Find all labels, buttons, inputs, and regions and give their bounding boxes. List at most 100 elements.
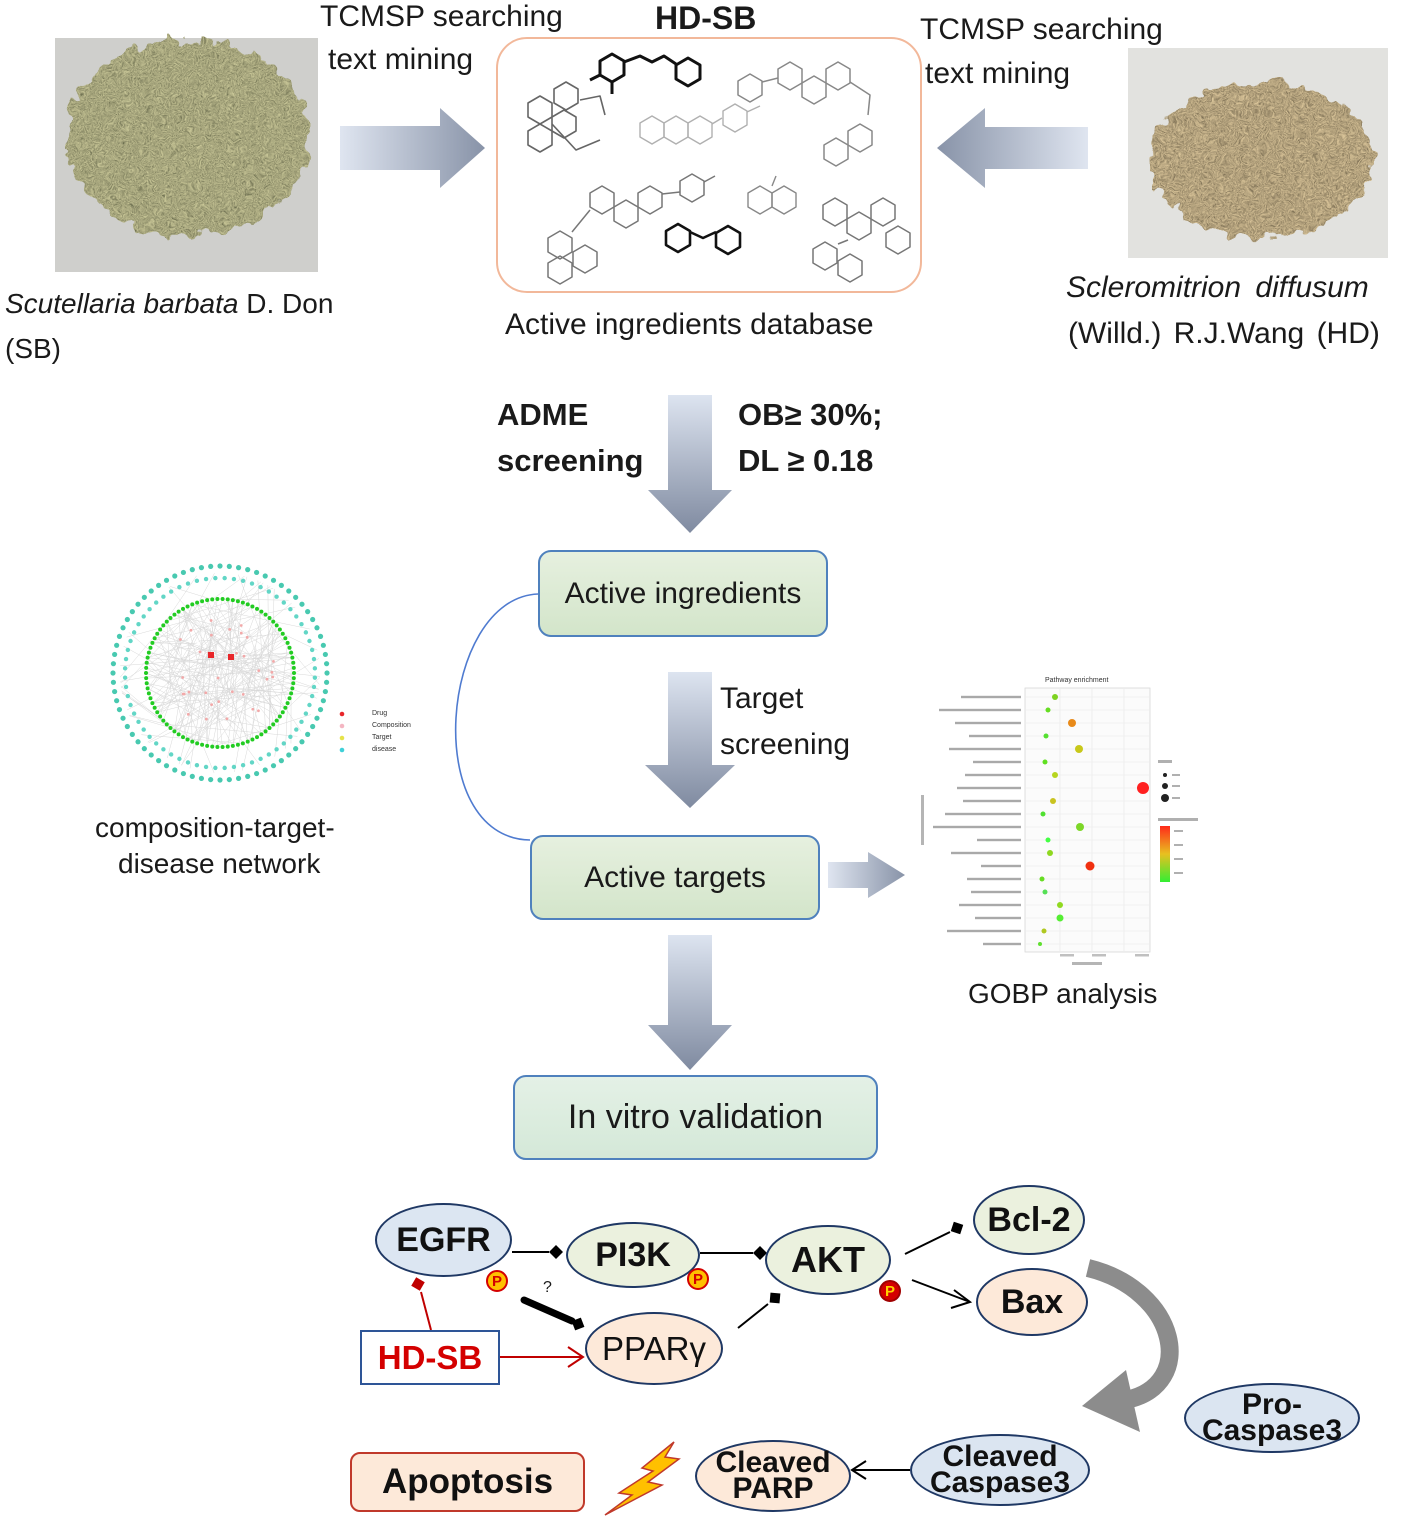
network-node [180,770,187,777]
network-node [265,677,269,681]
network-node [255,735,259,740]
network-node [240,741,245,746]
arrow-right-herb-to-database [937,108,1088,188]
network-node [156,758,162,764]
gobp-caption: GOBP analysis [968,978,1158,1009]
enrichment-dot [1050,798,1056,804]
network-node [303,711,309,716]
network-node [203,576,209,582]
unknown-interaction-mark: ? [543,1279,552,1296]
drug-edges [420,1291,585,1368]
network-node [245,739,250,744]
network-node [114,642,120,648]
network-node [312,666,318,671]
gobp-y-tick-mark [965,773,1021,777]
network-node [270,577,277,583]
gobp-y-tick-mark [981,864,1021,868]
arrow-target-screening [645,672,735,808]
network-node [180,569,187,576]
network-node [280,710,285,715]
network-node [195,741,200,746]
network-node [240,600,245,605]
network-node [253,569,260,576]
network-node [213,575,218,581]
network-node [240,578,246,584]
network-node [231,576,237,582]
network-node [283,636,288,641]
network-node [213,765,218,771]
network-node [145,686,150,691]
network-node [290,686,295,691]
network-node [287,645,292,650]
network-node [241,692,245,696]
network-node [114,698,120,704]
network-node [181,676,185,679]
network-node [129,609,135,615]
enrichment-dot [1045,837,1051,843]
gobp-y-tick-mark [949,747,1021,751]
network-node [271,675,275,679]
network-node [317,706,324,713]
network-node [185,581,191,586]
network-node [277,714,282,719]
network-node [310,723,316,730]
apoptosis-label: Apoptosis [381,1462,554,1501]
network-legend-markers [339,711,345,753]
apoptosis-box: Apoptosis [350,1452,585,1512]
network-legend-composition: Composition [372,722,411,729]
network-node [231,764,237,770]
network-node [158,627,163,632]
gobp-y-tick-mark [971,890,1021,894]
network-node [267,616,272,621]
network-node [146,691,151,696]
network-node [324,670,330,676]
network-node [245,602,250,607]
arrowhead-caspase3-parp [850,1460,867,1480]
network-node [226,776,232,783]
network-node [136,719,141,725]
network-node [294,727,299,732]
gobp-y-tick-mark [955,721,1021,725]
gobp-y-tick-mark [945,812,1021,816]
network-edges [119,573,321,773]
network-node [125,693,131,699]
network-node [320,698,326,704]
network-caption-line2: disease network [118,848,321,879]
network-node [311,684,317,690]
gobp-y-axis-title-mark [921,795,924,845]
network-node [291,660,296,665]
network-legend-dot [339,723,345,729]
right-herb-authority: (Willd.) R.J.Wang (HD) [1068,317,1380,350]
network-node [141,727,146,732]
bax-to-caspase-curved-arrow [1085,1259,1179,1409]
network-node [204,717,208,721]
network-node [195,600,200,605]
active-ingredients-box: Active ingredients [538,550,828,637]
node-egfr-label: EGFR [396,1220,491,1259]
network-node [235,565,242,571]
network-node [131,630,137,635]
network-node [210,597,215,602]
network-node [185,760,191,765]
network-node [274,623,279,628]
gobp-y-tick-mark [957,786,1021,790]
network-node [235,651,238,655]
network-node [123,684,129,690]
adme-criteria-ob: OB≥ 30%; [738,397,883,432]
enrichment-dot [1045,707,1051,713]
network-node [299,739,305,745]
network-node [189,567,195,573]
network-node [235,742,240,747]
network-node [312,675,318,680]
network-node [152,705,157,710]
network-node [164,722,169,727]
network-node [200,742,205,747]
network-node [274,718,279,723]
network-node [249,581,255,586]
drug-hdsb-box: HD-SB [360,1330,500,1385]
network-node [123,656,129,662]
network-node [120,715,126,721]
network-node [144,665,149,670]
network-node [270,670,274,674]
